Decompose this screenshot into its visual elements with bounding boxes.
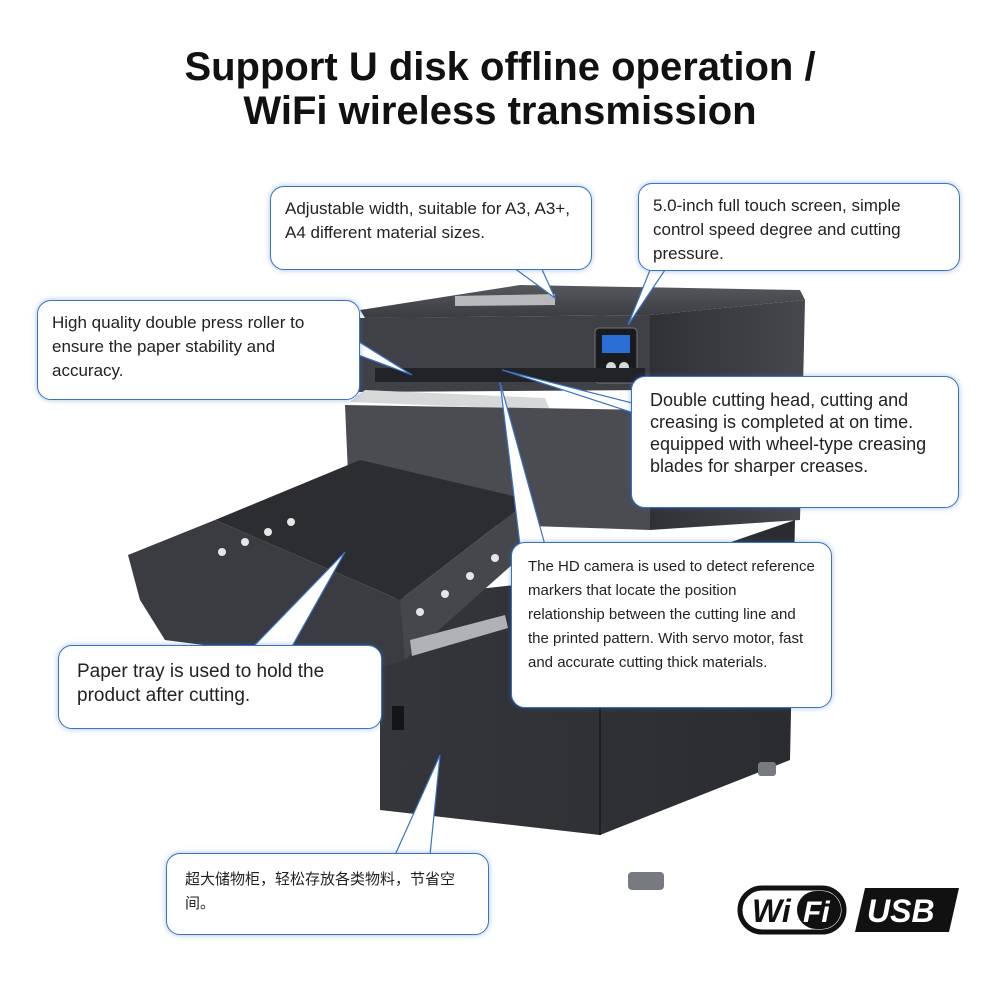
page-title: Support U disk offline operation / WiFi …: [0, 45, 1000, 133]
callout-pointers: [248, 264, 667, 856]
paper-tray-base: [215, 460, 530, 600]
title-line-1: Support U disk offline operation /: [184, 45, 816, 89]
callout-paper-tray: Paper tray is used to hold the product a…: [58, 645, 382, 729]
paper-tray-front: [128, 520, 405, 668]
machine-foot: [628, 872, 664, 890]
callout-cutting-head-text: Double cutting head, cutting and creasin…: [650, 390, 927, 476]
wifi-logo-text-fi: Fi: [803, 896, 830, 929]
cutting-rail: [375, 368, 645, 382]
connectivity-logos: Wi Fi USB: [737, 885, 959, 935]
callout-touch-screen: 5.0-inch full touch screen, simple contr…: [638, 183, 960, 271]
callout-adjustable-width-text: Adjustable width, suitable for A3, A3+, …: [285, 199, 570, 242]
callout-touch-screen-text: 5.0-inch full touch screen, simple contr…: [653, 196, 901, 263]
callout-hd-camera-text: The HD camera is used to detect referenc…: [528, 558, 815, 671]
wifi-logo-icon: Wi Fi: [737, 885, 847, 935]
callout-cutting-head: Double cutting head, cutting and creasin…: [631, 376, 959, 508]
title-line-2: WiFi wireless transmission: [243, 89, 757, 133]
callout-press-roller: High quality double press roller to ensu…: [37, 300, 360, 400]
callout-hd-camera: The HD camera is used to detect referenc…: [511, 542, 832, 708]
callout-storage-cabinet: 超大储物柜，轻松存放各类物料，节省空间。: [166, 853, 489, 935]
drawer-slide-rail: [410, 615, 508, 656]
usb-logo-text: USB: [867, 893, 935, 929]
callout-press-roller-text: High quality double press roller to ensu…: [52, 313, 305, 380]
paper-support: [350, 390, 550, 410]
usb-logo-icon: USB: [855, 888, 959, 932]
callout-paper-tray-text: Paper tray is used to hold the product a…: [77, 661, 325, 706]
callout-storage-cabinet-text: 超大储物柜，轻松存放各类物料，节省空间。: [185, 871, 456, 912]
cabinet-handle: [392, 706, 404, 730]
paper-feed-slot: [455, 294, 555, 306]
machine-top-cover: [360, 285, 805, 318]
tray-holes: [218, 518, 499, 616]
wifi-logo-text-wi: Wi: [752, 893, 792, 929]
callout-adjustable-width: Adjustable width, suitable for A3, A3+, …: [270, 186, 592, 270]
